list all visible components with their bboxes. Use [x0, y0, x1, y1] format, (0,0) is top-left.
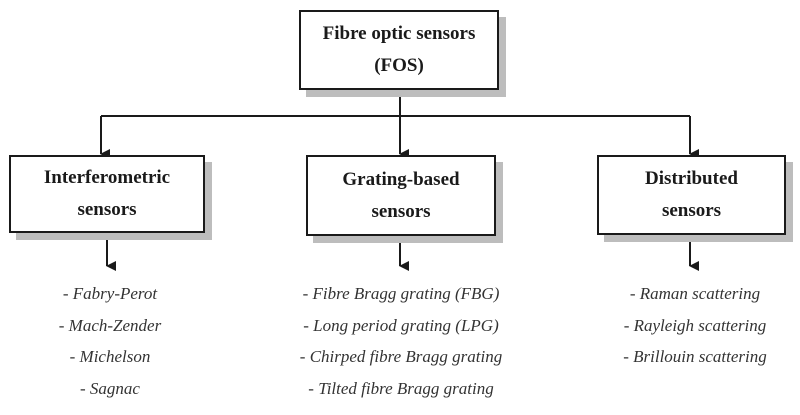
category-subtitle: sensors: [661, 200, 722, 221]
list-item: - Fibre Bragg grating (FBG): [302, 284, 500, 303]
list-item: - Fabry-Perot: [62, 284, 158, 303]
list-item: - Raman scattering: [629, 284, 761, 303]
list-item: - Long period grating (LPG): [303, 315, 499, 335]
root-node-title: Fibre optic sensors: [322, 23, 476, 44]
list-item: - Brillouin scattering: [623, 347, 767, 366]
distributed-sensor-list: - Raman scattering - Rayleigh scattering…: [595, 278, 795, 373]
category-subtitle: sensors: [77, 199, 137, 220]
list-item: - Chirped fibre Bragg grating: [299, 347, 503, 366]
list-item: - Michelson: [69, 347, 151, 366]
category-title: Distributed: [645, 168, 738, 189]
root-node-fos: Fibre optic sensors (FOS): [299, 10, 499, 90]
category-node-grating-based: Grating-based sensors: [306, 155, 496, 236]
list-item: - Tilted fibre Bragg grating: [308, 378, 494, 398]
list-item: - Mach-Zender: [58, 315, 162, 335]
list-item: - Rayleigh scattering: [623, 315, 767, 335]
interferometric-sensor-list: - Fabry-Perot - Mach-Zender - Michelson …: [15, 278, 205, 404]
category-title: Interferometric: [43, 167, 171, 188]
category-node-distributed: Distributed sensors: [597, 155, 786, 235]
root-node-subtitle: (FOS): [374, 55, 424, 76]
category-title: Grating-based: [342, 168, 460, 190]
list-item: - Sagnac: [80, 378, 140, 398]
category-node-interferometric: Interferometric sensors: [9, 155, 205, 233]
category-subtitle: sensors: [371, 200, 431, 222]
grating-sensor-list: - Fibre Bragg grating (FBG) - Long perio…: [270, 278, 532, 404]
